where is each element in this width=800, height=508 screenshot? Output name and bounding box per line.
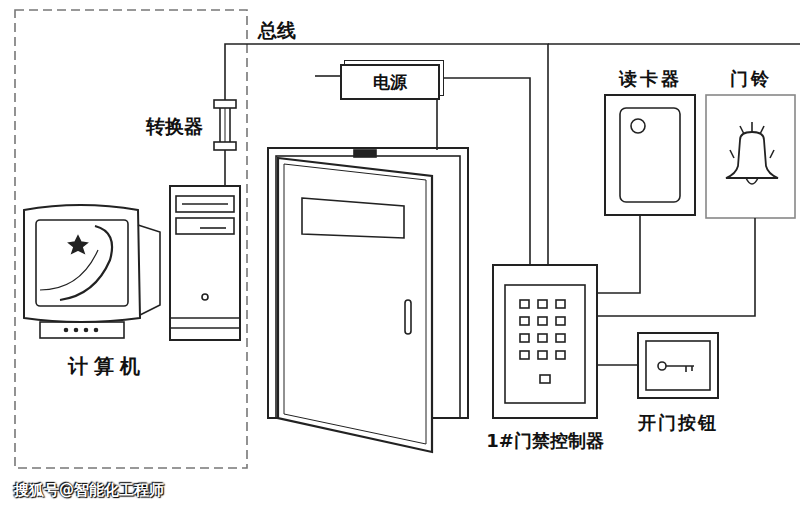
computer-tower — [170, 186, 240, 340]
keypad — [520, 300, 565, 383]
door-bell — [706, 95, 795, 218]
keypad-key — [520, 334, 529, 342]
node-label: 门铃 — [730, 69, 772, 89]
open-button — [638, 333, 718, 398]
computer: 计算机 — [20, 185, 246, 340]
keypad-key — [520, 351, 529, 359]
wire — [597, 215, 640, 293]
node-label: 计算机 — [68, 355, 146, 377]
wire — [597, 218, 755, 316]
node-label: 读卡器 — [619, 69, 682, 89]
converter: 转换器 — [213, 100, 237, 150]
keypad-key — [538, 300, 547, 308]
lock-wire — [436, 100, 438, 150]
node-label: 1#门禁控制器 — [486, 431, 604, 451]
keypad-key — [520, 300, 529, 308]
keypad-key — [556, 300, 565, 308]
monitor — [24, 205, 160, 338]
wire — [225, 44, 548, 265]
door — [268, 148, 468, 452]
wire — [440, 78, 530, 265]
node-label: 电源 — [373, 73, 407, 92]
room-outline — [15, 10, 247, 468]
keypad-key — [538, 351, 547, 359]
card-reader-box: 读卡器 — [605, 95, 695, 215]
open-button-box: 开门按钮 — [638, 333, 718, 398]
keypad-key — [556, 351, 565, 359]
power-box: 电源 — [340, 64, 440, 100]
wire — [597, 365, 638, 366]
controller-box — [493, 265, 597, 418]
node-label: 开门按钮 — [638, 413, 718, 433]
controller-box: 1#门禁控制器 — [493, 265, 597, 418]
keypad-key — [538, 317, 547, 325]
keypad-key — [556, 317, 565, 325]
keypad-key — [520, 317, 529, 325]
converter-symbol — [214, 100, 236, 150]
keypad-key — [540, 375, 550, 383]
door-bell-box: 门铃 — [706, 95, 795, 218]
card-reader — [605, 95, 695, 215]
wire — [225, 150, 226, 185]
power-wire — [315, 75, 340, 77]
bus-label: 总线 — [258, 20, 296, 41]
keypad-key — [556, 334, 565, 342]
node-label: 转换器 — [146, 116, 203, 137]
bus-line — [548, 43, 800, 45]
keypad-key — [538, 334, 547, 342]
watermark: 搜狐号@智能化工程师 — [14, 482, 164, 499]
